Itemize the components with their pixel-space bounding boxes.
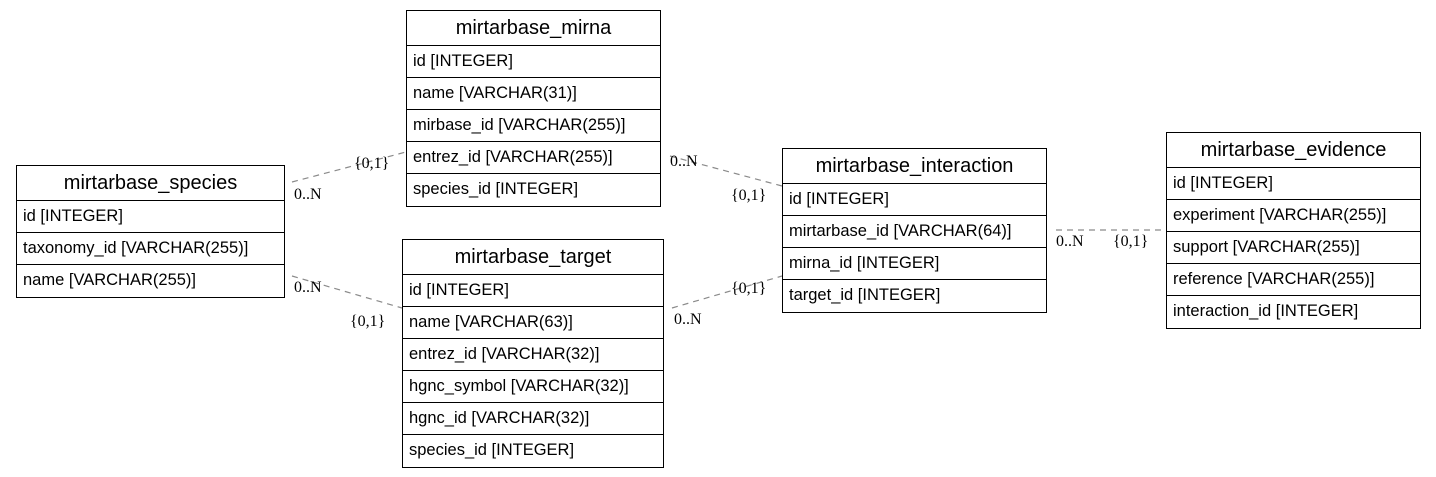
entity-column: mirna_id [INTEGER]: [783, 248, 1046, 280]
cardinality-label: {0,1}: [731, 280, 766, 297]
relation-line-species-mirna: [291, 151, 407, 183]
entity-mirtarbase-species[interactable]: mirtarbase_species id [INTEGER] taxonomy…: [16, 165, 285, 298]
entity-title: mirtarbase_evidence: [1167, 133, 1420, 168]
entity-column: species_id [INTEGER]: [409, 441, 575, 459]
entity-title: mirtarbase_interaction: [783, 149, 1046, 184]
cardinality-label: 0..N: [294, 279, 322, 296]
entity-column: taxonomy_id [VARCHAR(255)]: [17, 233, 284, 265]
entity-mirtarbase-evidence[interactable]: mirtarbase_evidence id [INTEGER] experim…: [1166, 132, 1421, 329]
entity-column: hgnc_id [VARCHAR(32)]: [403, 403, 663, 435]
entity-column: entrez_id [VARCHAR(255)]: [407, 142, 660, 174]
entity-column: reference [VARCHAR(255)]: [1167, 264, 1420, 296]
entity-column: species_id [INTEGER]: [413, 180, 579, 198]
entity-mirtarbase-interaction[interactable]: mirtarbase_interaction id [INTEGER] mirt…: [782, 148, 1047, 313]
entity-column: name [VARCHAR(63)]: [403, 307, 663, 339]
entity-column: id [INTEGER]: [17, 201, 284, 233]
entity-title: mirtarbase_mirna: [407, 11, 660, 46]
entity-column: name [VARCHAR(31)]: [407, 78, 660, 110]
cardinality-label: {0,1}: [350, 313, 385, 330]
entity-column: mirbase_id [VARCHAR(255)]: [407, 110, 660, 142]
entity-mirtarbase-target[interactable]: mirtarbase_target id [INTEGER] name [VAR…: [402, 239, 664, 468]
entity-column: interaction_id [INTEGER]: [1173, 302, 1359, 320]
entity-column: id [INTEGER]: [1167, 168, 1420, 200]
cardinality-label: 0..N: [294, 186, 322, 203]
entity-column: experiment [VARCHAR(255)]: [1167, 200, 1420, 232]
relation-line-species-target: [291, 275, 403, 309]
entity-column: support [VARCHAR(255)]: [1167, 232, 1420, 264]
entity-column: id [INTEGER]: [407, 46, 660, 78]
entity-mirtarbase-mirna[interactable]: mirtarbase_mirna id [INTEGER] name [VARC…: [406, 10, 661, 207]
entity-column: id [INTEGER]: [403, 275, 663, 307]
relation-line-interaction-target: [671, 275, 783, 309]
relation-line-interaction-mirna: [669, 155, 783, 187]
entity-column: entrez_id [VARCHAR(32)]: [403, 339, 663, 371]
entity-column: id [INTEGER]: [783, 184, 1046, 216]
entity-column: mirtarbase_id [VARCHAR(64)]: [783, 216, 1046, 248]
cardinality-label: 0..N: [674, 311, 702, 328]
cardinality-label: 0..N: [670, 153, 698, 170]
cardinality-label: {0,1}: [1113, 233, 1148, 250]
entity-column: name [VARCHAR(255)]: [23, 271, 197, 289]
cardinality-label: 0..N: [1056, 233, 1084, 250]
cardinality-label: {0,1}: [354, 155, 389, 172]
entity-column: target_id [INTEGER]: [789, 286, 941, 304]
entity-title: mirtarbase_target: [403, 240, 663, 275]
cardinality-label: {0,1}: [731, 187, 766, 204]
entity-column: hgnc_symbol [VARCHAR(32)]: [403, 371, 663, 403]
entity-title: mirtarbase_species: [17, 166, 284, 201]
